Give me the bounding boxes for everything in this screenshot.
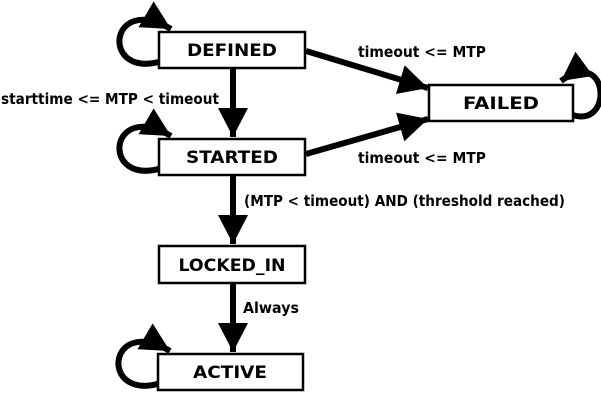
- state-box-started: [157, 137, 307, 177]
- self-loop-active: [115, 323, 172, 389]
- state-box-failed: [427, 83, 575, 123]
- transition-label-defined-started: starttime <= MTP < timeout: [1, 90, 219, 108]
- state-started: STARTED: [157, 137, 307, 177]
- transition-label-started-failed: timeout <= MTP: [358, 149, 486, 167]
- state-active: ACTIVE: [156, 352, 305, 392]
- state-label-defined: DEFINED: [187, 41, 277, 61]
- state-label-failed: FAILED: [463, 94, 539, 114]
- state-label-active: ACTIVE: [193, 363, 267, 383]
- state-label-locked-in: LOCKED_IN: [179, 256, 286, 276]
- state-label-started: STARTED: [186, 148, 278, 168]
- transition-arrow-started-failed: [305, 112, 429, 157]
- transition-label-defined-failed: timeout <= MTP: [358, 43, 486, 61]
- transition-label-locked-in-active: Always: [243, 299, 299, 317]
- self-loop-failed: [559, 51, 601, 120]
- transition-arrow-defined-failed: [305, 48, 429, 94]
- transition-label-started-locked-in: (MTP < timeout) AND (threshold reached): [244, 192, 565, 210]
- state-locked-in: LOCKED_IN: [157, 244, 307, 285]
- self-loop-defined: [116, 1, 173, 67]
- state-failed: FAILED: [427, 83, 575, 123]
- self-loop-started: [116, 108, 173, 174]
- state-defined: DEFINED: [157, 30, 307, 70]
- state-box-active: [156, 352, 305, 392]
- state-box-defined: [157, 30, 307, 70]
